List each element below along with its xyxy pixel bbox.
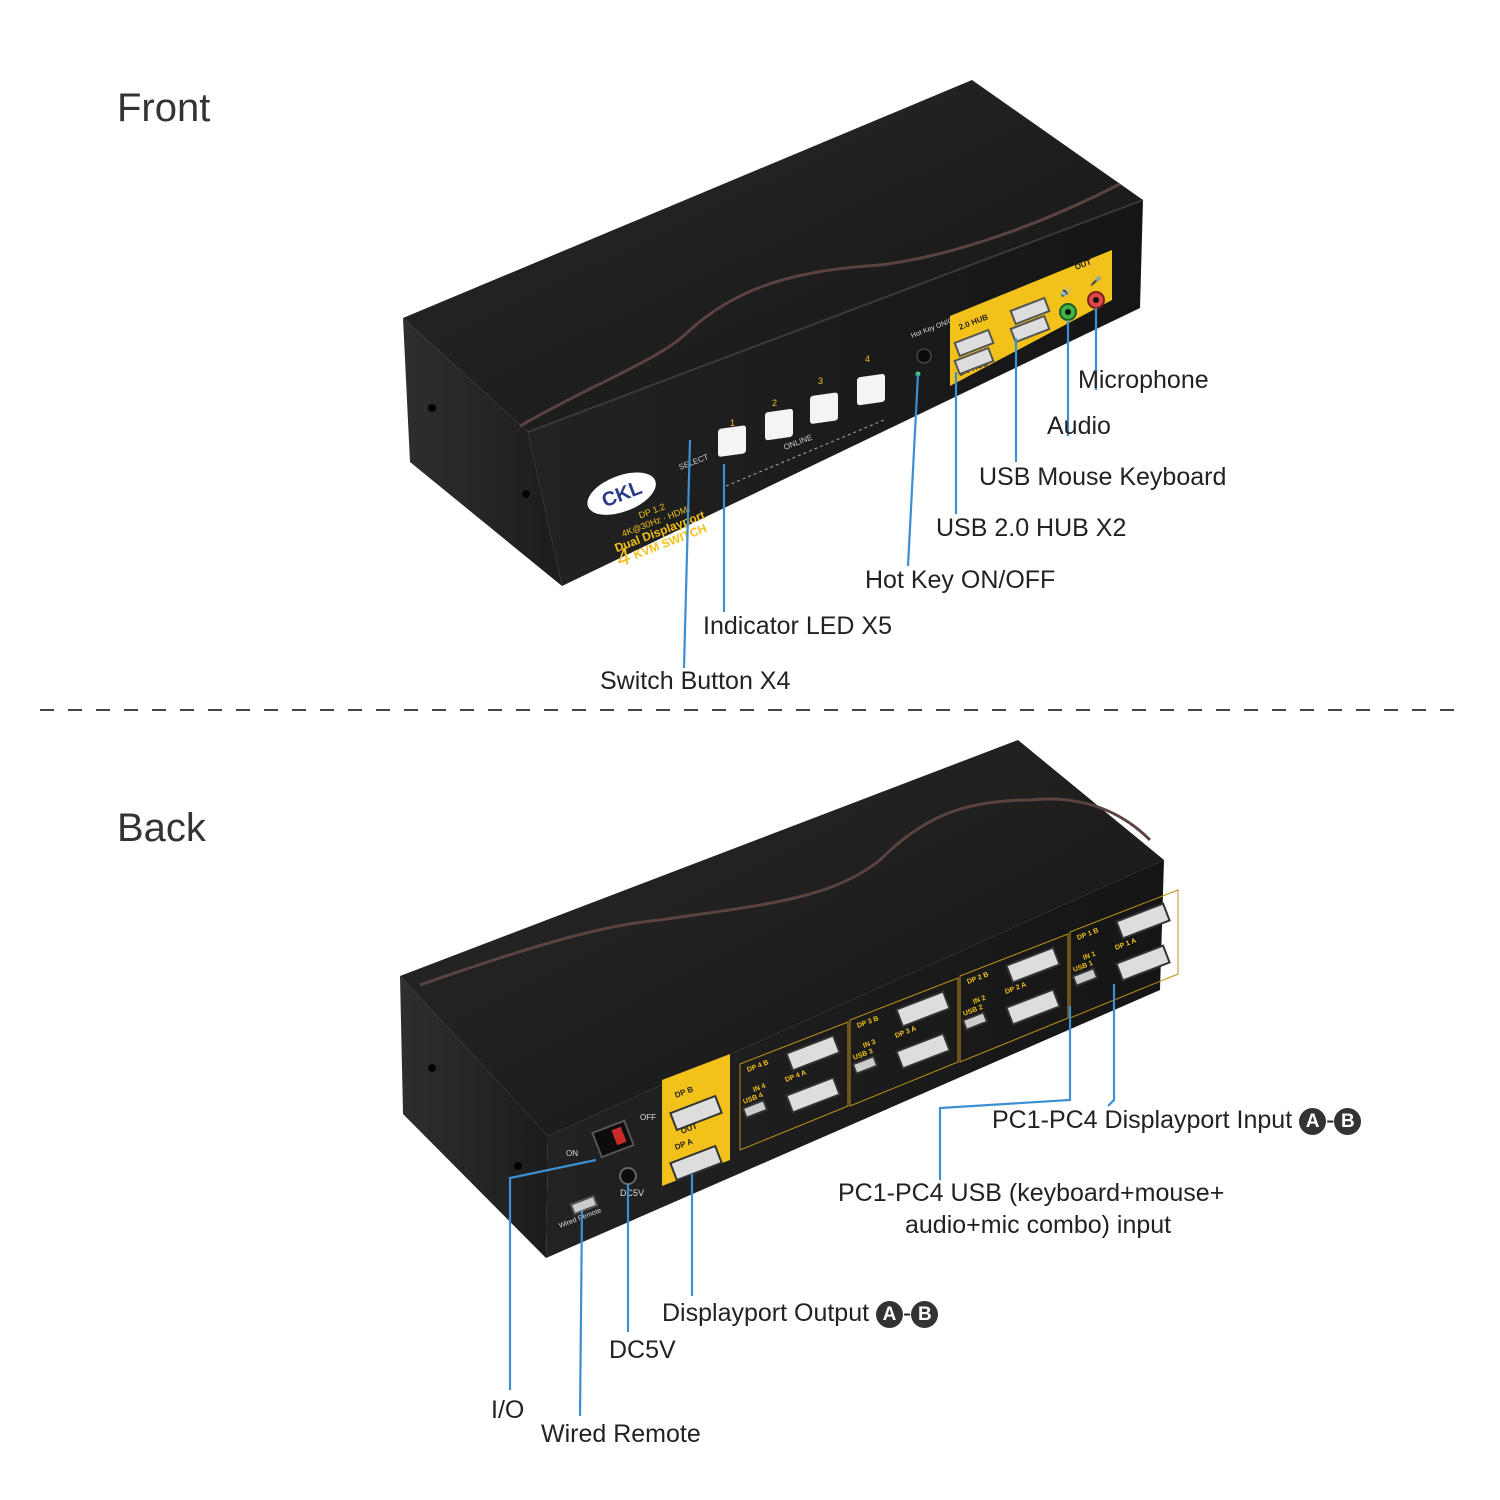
dp-input-a-port [1115,944,1171,982]
usb-port [1009,314,1051,344]
pc-block-frame [849,977,959,1107]
dp-input-b-port [1005,946,1061,984]
front-title: Front [117,86,211,130]
usb-input-port [961,1011,989,1031]
back-device: ON OFF DC5V Wired Remote DP B OUT DP A D… [400,740,1179,1258]
circle-a-icon: A [1299,1107,1327,1135]
dp-output-b-port [669,1094,723,1132]
screw-hole [428,1064,436,1072]
front-device-top-groove [519,182,1121,428]
dp-input-a-port [785,1076,841,1114]
callout-line-hot-key [906,373,920,567]
button-number: 3 [818,376,823,386]
callout-switch-button: Switch Button X4 [600,667,791,695]
callout-dp-input: PC1-PC4 Displayport Input A-B [992,1104,1362,1136]
callout-line-io [508,1158,597,1390]
callout-dp-output: Displayport Output A-B [662,1297,939,1329]
dp-input-b-port [895,990,951,1028]
dp-output-a-port [669,1144,723,1182]
speaker-icon: 🔊 [1060,286,1071,298]
pc-block-frame [1069,889,1179,1019]
on-label: ON [566,1149,578,1158]
dc-label-device: DC5V [620,1188,644,1198]
circle-b-icon: B [911,1300,939,1328]
switch-button-3[interactable]: 3 [810,376,838,424]
button-number: 2 [772,398,777,408]
back-title: Back [117,806,206,850]
back-callout-lines [508,984,1116,1417]
dc-jack [619,1167,637,1185]
callout-dc5v: DC5V [609,1336,676,1364]
pc-in-label: IN 3 [862,1039,877,1050]
dp-input-b-port [1115,902,1171,940]
switch-button-1[interactable]: 1 [718,418,746,457]
callout-usb-mouse-keyboard: USB Mouse Keyboard [979,463,1227,491]
callout-usb-hub: USB 2.0 HUB X2 [936,514,1127,542]
screw-hole [514,1162,522,1170]
screw-hole [428,404,436,412]
callout-line-usb-input [938,1006,1072,1180]
callout-line-wired-remote [578,1209,584,1417]
front-device-left-side [403,318,562,586]
usb-port [953,346,995,376]
dp-input-b-port [785,1034,841,1072]
pc-in-label: IN 1 [1082,951,1097,962]
pc-in-label: IN 4 [752,1083,767,1094]
pc-block-frame [739,1021,849,1151]
callout-line-switch-button [682,439,692,669]
circle-b-icon: B [1334,1107,1362,1135]
front-device-top [403,80,1143,432]
callout-dp-input-text: PC1-PC4 Displayport Input [992,1106,1293,1134]
usb-input-port [1071,967,1099,987]
switch-button-2[interactable]: 2 [765,398,793,441]
callout-indicator-led: Indicator LED X5 [703,612,892,640]
callout-hot-key: Hot Key ON/OFF [865,566,1056,594]
callout-usb-input-line2: audio+mic combo) input [905,1211,1172,1239]
wired-remote-port [569,1194,599,1216]
back-device-top-groove [419,797,1152,987]
callout-dp-output-text: Displayport Output [662,1299,870,1327]
range-dash: - [1326,1106,1335,1134]
front-callout-lines [682,308,1098,669]
usb-input-port [851,1055,879,1075]
range-dash: - [903,1299,912,1327]
usb-port [1009,296,1051,326]
callout-usb-input-line1: PC1-PC4 USB (keyboard+mouse+ [838,1179,1225,1207]
front-device: CKL DP 1.2 4K@30Hz · HDMI Dual Displaypo… [403,80,1144,586]
back-device-top [400,740,1164,1136]
pc-block-frame [959,933,1069,1063]
off-label: OFF [640,1113,656,1122]
switch-buttons: 1 2 3 4 [718,354,885,457]
usb-port [953,328,995,358]
hotkey-button[interactable] [916,348,932,364]
callout-audio: Audio [1047,412,1111,440]
callout-io: I/O [491,1396,525,1424]
pc-in-label: IN 2 [972,995,987,1006]
power-switch[interactable] [591,1119,635,1159]
callout-line-dp-input [1107,984,1116,1107]
callout-microphone: Microphone [1078,366,1209,394]
screw-hole [522,490,530,498]
button-number: 1 [730,418,735,428]
callout-wired-remote: Wired Remote [541,1420,701,1448]
button-number: 4 [865,354,870,364]
switch-button-4[interactable]: 4 [857,354,885,406]
microphone-icon: 🎤 [1090,275,1101,286]
usb-input-port [741,1099,769,1119]
circle-a-icon: A [876,1300,903,1328]
dp-input-a-port [895,1032,951,1070]
dp-input-a-port [1005,988,1061,1026]
